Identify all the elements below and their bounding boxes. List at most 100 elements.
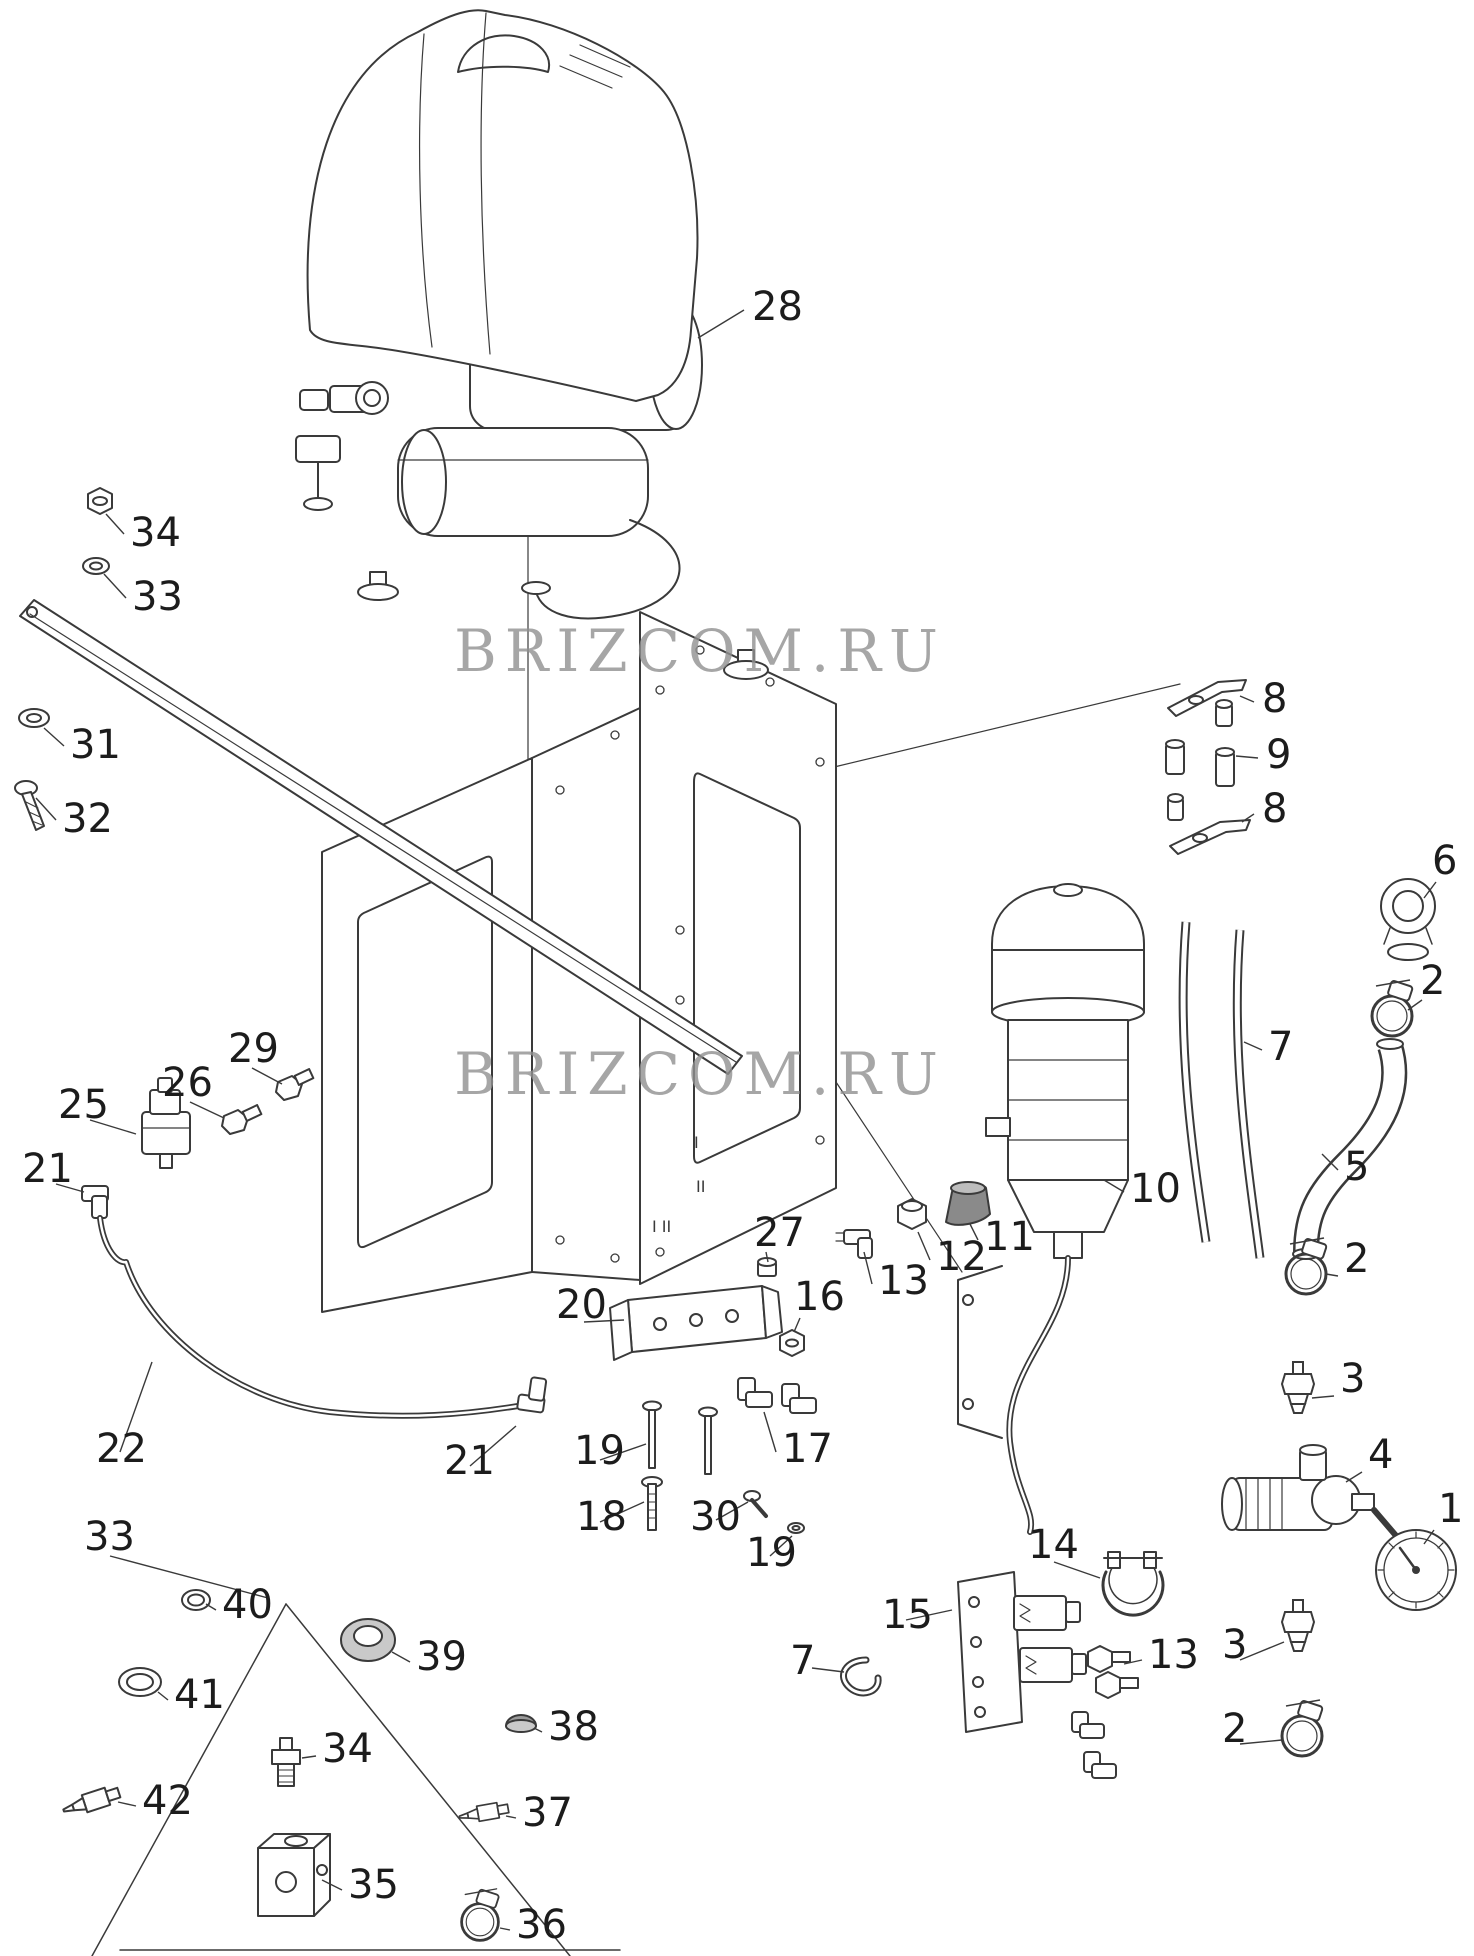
screw-18 (641, 1476, 663, 1531)
leader-line-22 (119, 1361, 153, 1453)
spacer-top (1215, 699, 1233, 727)
part-number-21: 21 (444, 1438, 495, 1484)
part-number-3: 3 (1222, 1622, 1247, 1668)
cover-handle-slot (457, 34, 551, 73)
part-number-7: 7 (1268, 1024, 1293, 1070)
part-number-40: 40 (222, 1582, 273, 1628)
nut-12 (897, 1198, 927, 1230)
leader-lines (35, 309, 1437, 1931)
leader-line-14 (1053, 1561, 1101, 1579)
elbow-17b (781, 1383, 817, 1414)
leader-line-35 (321, 1879, 343, 1891)
tube-pair-7 (1178, 921, 1265, 1259)
fitting-29 (275, 1068, 315, 1101)
watermark-text: BRIZCOM.RU (454, 617, 946, 685)
nipple-3a (1281, 1361, 1315, 1414)
part-number-12: 12 (936, 1234, 987, 1280)
spacer-9a (1165, 739, 1185, 775)
part-number-34: 34 (130, 510, 181, 556)
stud-19a (642, 1400, 662, 1469)
part-number-16: 16 (794, 1274, 845, 1320)
fitting-13b (1087, 1645, 1131, 1673)
part-number-4: 4 (1368, 1432, 1393, 1478)
elbow-13a (835, 1229, 873, 1259)
leader-line-33 (103, 573, 127, 599)
block-35 (257, 1833, 331, 1917)
part-number-31: 31 (70, 722, 121, 768)
part-number-25: 25 (58, 1082, 109, 1128)
solenoid-15a (1013, 1595, 1081, 1631)
leader-line-33 (109, 1555, 269, 1599)
part-number-8: 8 (1262, 676, 1287, 722)
leader-line-34 (105, 513, 125, 535)
leader-line-32 (35, 797, 57, 821)
pressure-gauge-1 (1371, 1507, 1457, 1611)
part-number-27: 27 (754, 1210, 805, 1256)
part-number-5: 5 (1344, 1144, 1369, 1190)
plug-27 (757, 1257, 777, 1277)
part-number-20: 20 (556, 1282, 607, 1328)
spacer-bottom (1167, 793, 1184, 821)
screw-30 (743, 1490, 768, 1518)
compressor-assembly (295, 9, 769, 680)
leader-line-21 (55, 1183, 85, 1193)
leader-line-3 (1311, 1395, 1335, 1399)
washer-33 (82, 557, 110, 575)
part-number-17: 17 (782, 1426, 833, 1472)
hose-clamp-2a (1370, 978, 1415, 1038)
part-number-6: 6 (1432, 838, 1457, 884)
ring-40 (181, 1589, 211, 1611)
nut-34 (87, 487, 113, 515)
part-number-39: 39 (416, 1634, 467, 1680)
motor-cover (306, 9, 699, 402)
leader-line-21 (469, 1425, 517, 1467)
washer-31 (18, 708, 50, 728)
part-number-34: 34 (322, 1726, 373, 1772)
part-number-3: 3 (1340, 1356, 1365, 1402)
leader-line-10 (1103, 1179, 1125, 1193)
clip-spacer-set (1165, 679, 1251, 855)
part-number-33: 33 (132, 574, 183, 620)
leader-line-8 (1241, 813, 1255, 823)
leader-line-29 (251, 1067, 283, 1085)
leader-line-28 (697, 309, 745, 339)
leader-line-2 (1407, 999, 1423, 1011)
leader-line-7 (1243, 1041, 1263, 1051)
cover-seam (418, 33, 433, 348)
cover-seam-2 (480, 12, 491, 355)
part-number-29: 29 (228, 1026, 279, 1072)
elbow-15d (1083, 1751, 1117, 1779)
clamp-36 (460, 1887, 501, 1942)
leader-line-19 (599, 1443, 647, 1461)
leader-line-26 (189, 1101, 225, 1119)
part-number-9: 9 (1266, 732, 1291, 778)
panel-marking: II (696, 1177, 705, 1196)
part-number-19: 19 (574, 1428, 625, 1474)
leader-line-34 (301, 1755, 317, 1759)
leader-line-5 (1321, 1153, 1339, 1171)
filter-bracket (957, 1265, 1003, 1439)
part-number-35: 35 (348, 1862, 399, 1908)
valve-block-group (840, 1571, 1139, 1779)
leader-line-13 (863, 1251, 873, 1285)
cover-vents (559, 44, 631, 89)
part-number-33: 33 (84, 1514, 135, 1560)
leader-line-11 (969, 1223, 979, 1241)
part-number-15: 15 (882, 1592, 933, 1638)
part-number-41: 41 (174, 1672, 225, 1718)
band-clamp-14 (1101, 1551, 1165, 1617)
spare-parts-group (59, 1589, 621, 1956)
leader-line-8 (1239, 695, 1255, 703)
elbow-15c (1071, 1711, 1105, 1739)
part-number-7: 7 (790, 1638, 815, 1684)
leader-line-4 (1345, 1471, 1363, 1483)
manifold-group (609, 1257, 817, 1534)
frame-holes (555, 645, 825, 1263)
part-number-2: 2 (1420, 958, 1445, 1004)
regulator-4 (1221, 1444, 1375, 1531)
clip-8-bottom (1169, 819, 1251, 855)
elbow-21b (516, 1376, 548, 1414)
nut-16 (779, 1329, 805, 1357)
